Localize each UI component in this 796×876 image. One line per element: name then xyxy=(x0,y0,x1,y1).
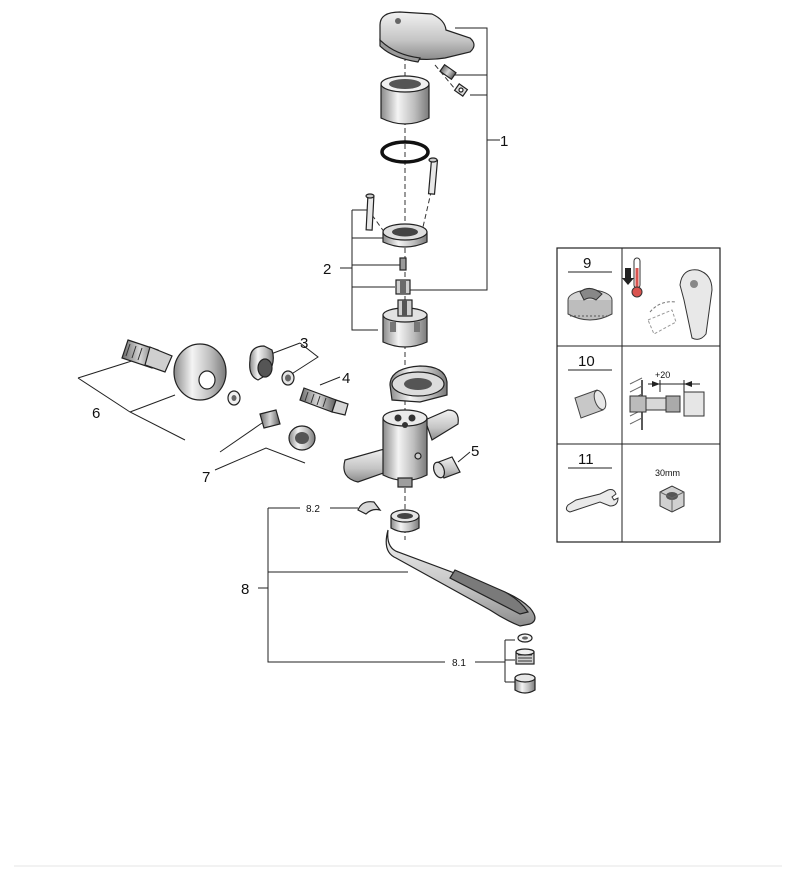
elbow-connector xyxy=(249,345,274,381)
small-ring xyxy=(281,370,295,386)
union-nut xyxy=(288,425,316,451)
handle-lever xyxy=(379,11,475,63)
extension-sleeve-icon xyxy=(574,389,607,419)
aerator-housing xyxy=(514,673,536,694)
leader-5 xyxy=(457,451,471,463)
legend-box-9: 9 xyxy=(567,255,713,340)
callout-6: 6 xyxy=(92,405,100,422)
leader-4 xyxy=(319,376,341,386)
handle-grub-screw xyxy=(439,63,457,81)
arrow-down-icon xyxy=(622,268,634,285)
leader-6b xyxy=(77,359,136,379)
callout-2: 2 xyxy=(323,261,331,278)
callout-8-2: 8.2 xyxy=(306,504,320,515)
legend-box-10: 10 +20 xyxy=(568,353,705,430)
callout-3: 3 xyxy=(300,335,308,352)
aerator-insert xyxy=(515,648,535,665)
callout-8: 8 xyxy=(241,581,249,598)
s-union xyxy=(121,339,173,373)
callout-labels: 1 2 3 4 5 6 7 8 8.1 8.2 xyxy=(92,133,508,669)
leader-6c xyxy=(129,394,176,413)
legend-10-number: 10 xyxy=(578,353,595,370)
callout-1: 1 xyxy=(500,133,508,150)
leader-1-main xyxy=(400,27,488,291)
spindle-adapter xyxy=(395,279,411,295)
legend-box-11: 11 30mm xyxy=(565,451,685,513)
fixing-screw-right xyxy=(427,157,439,195)
check-valve xyxy=(299,387,349,416)
leader-7b xyxy=(219,422,263,453)
legend-panel: 9 10 xyxy=(556,247,721,543)
handle-cap-pin xyxy=(453,83,469,97)
wrench-icon xyxy=(565,489,619,513)
callout-4: 4 xyxy=(342,370,350,387)
legend-10-dimension: +20 xyxy=(655,370,670,380)
cartridge xyxy=(382,299,428,348)
locking-ring xyxy=(382,223,428,248)
callout-7: 7 xyxy=(202,469,210,486)
spindle-pin xyxy=(399,257,407,271)
legend-11-number: 11 xyxy=(578,451,594,468)
wall-extension-icon xyxy=(629,377,705,430)
fixing-screw-left xyxy=(365,193,375,231)
mixer-body xyxy=(343,365,459,488)
spout-clip xyxy=(357,501,382,515)
washer-6 xyxy=(227,390,241,406)
temperature-limiter-handle-icon xyxy=(647,269,713,340)
leader-3b xyxy=(289,342,319,376)
plug xyxy=(432,456,461,479)
cartridge-top-icon xyxy=(567,288,613,321)
legend-11-size: 30mm xyxy=(655,468,680,478)
leader-8-vert xyxy=(267,508,445,663)
leader-lines xyxy=(77,27,515,683)
cap-sleeve xyxy=(380,75,430,125)
spout xyxy=(385,509,536,627)
callout-5: 5 xyxy=(471,443,479,460)
aerator-washer xyxy=(517,633,533,643)
thermometer-icon xyxy=(631,257,643,298)
rosette xyxy=(173,343,227,401)
leader-2-vert xyxy=(351,210,378,331)
legend-9-number: 9 xyxy=(583,255,591,272)
o-ring xyxy=(380,140,430,164)
hex-nut-icon xyxy=(659,485,685,513)
union-nut-threaded xyxy=(259,409,281,429)
leader-7a xyxy=(214,447,306,471)
callout-8-1: 8.1 xyxy=(452,658,466,669)
